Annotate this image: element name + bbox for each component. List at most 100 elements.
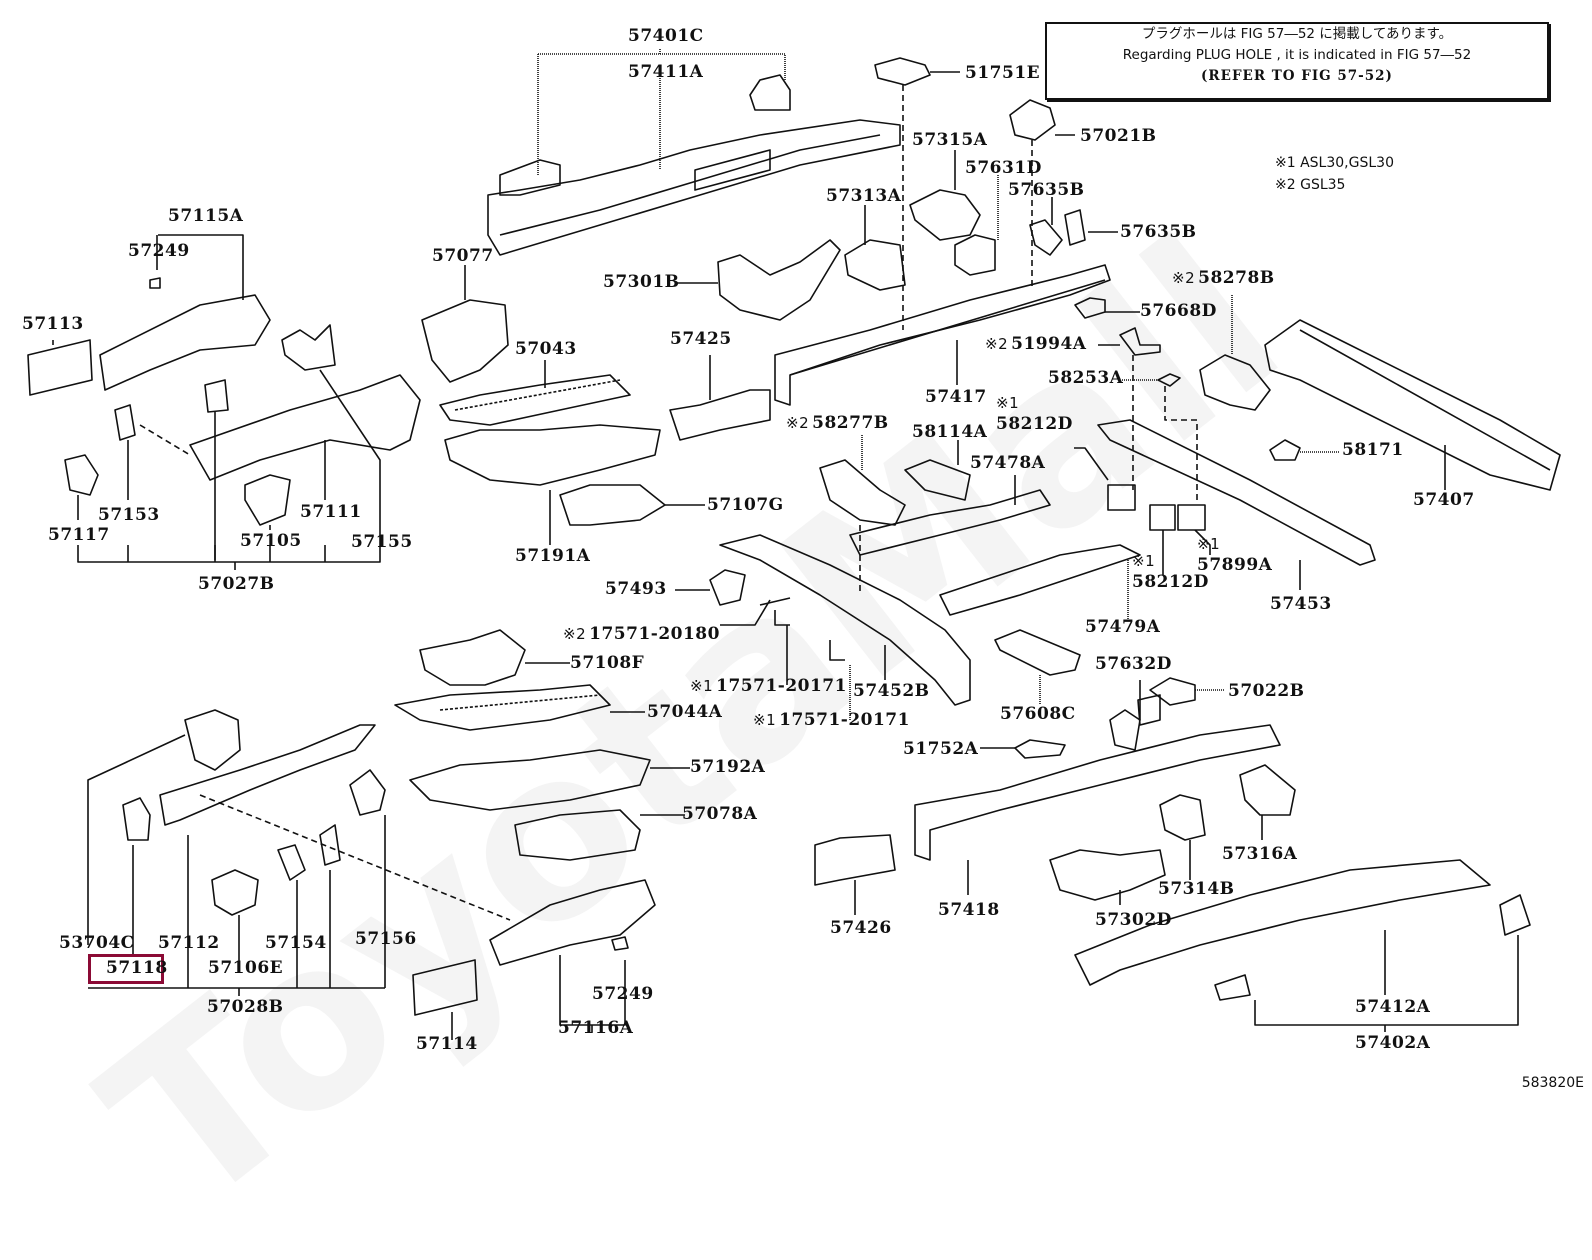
part-label-57417[interactable]: 57417 <box>925 389 987 406</box>
part-label-57112[interactable]: 57112 <box>158 935 220 952</box>
part-57417[interactable] <box>774 264 1111 406</box>
part-57106E[interactable] <box>211 869 259 965</box>
part-label-57479a[interactable]: 57479A <box>1085 619 1160 636</box>
part-label-51751e[interactable]: 51751E <box>965 65 1040 82</box>
part-58253A[interactable] <box>1122 373 1181 387</box>
part-17571-pins[interactable] <box>720 597 851 720</box>
part-57479A[interactable] <box>939 544 1141 620</box>
part-57192A[interactable] <box>409 749 690 811</box>
part-57111[interactable] <box>189 374 421 500</box>
part-label-53704c[interactable]: 53704C <box>59 935 135 952</box>
part-label-57118[interactable]: 57118 <box>106 960 168 977</box>
part-57043[interactable] <box>439 360 631 426</box>
part-label-57412a[interactable]: 57412A <box>1355 999 1430 1016</box>
part-frame-rail-upper-left[interactable] <box>487 74 901 256</box>
part-57608C[interactable] <box>994 629 1081 705</box>
part-57021B[interactable] <box>1009 99 1075 141</box>
part-label-57301b[interactable]: 57301B <box>603 274 680 291</box>
part-57314B[interactable] <box>1159 794 1206 880</box>
part-label-57608c[interactable]: 57608C <box>1000 706 1076 723</box>
part-label-57115a[interactable]: 57115A <box>168 208 243 225</box>
part-label-57043[interactable]: 57043 <box>515 341 577 358</box>
part-57407[interactable] <box>1264 319 1561 491</box>
part-label-57407[interactable]: 57407 <box>1413 492 1475 509</box>
part-label-58114a[interactable]: 58114A <box>912 424 987 441</box>
part-bracket[interactable] <box>204 379 229 560</box>
part-label-57077[interactable]: 57077 <box>432 248 494 265</box>
part-57668D[interactable] <box>1074 297 1140 319</box>
part-label-57635b[interactable]: 57635B <box>1120 224 1197 241</box>
part-label-57113[interactable]: 57113 <box>22 316 84 333</box>
part-57114[interactable] <box>412 959 478 1040</box>
part-57118[interactable] <box>122 797 151 955</box>
part-label-57315a[interactable]: 57315A <box>912 132 987 149</box>
part-57115A[interactable] <box>99 234 271 391</box>
part-57426[interactable] <box>814 834 896 915</box>
part-label-57117[interactable]: 57117 <box>48 527 110 544</box>
part-label-57426[interactable]: 57426 <box>830 920 892 937</box>
part-57108F[interactable] <box>419 629 570 686</box>
part-label-57027b[interactable]: 57027B <box>198 576 275 593</box>
part-58278B[interactable] <box>1199 295 1271 411</box>
part-label-57028b[interactable]: 57028B <box>207 999 284 1016</box>
part-57105[interactable] <box>244 474 291 530</box>
part-label-57302d[interactable]: 57302D <box>1095 912 1172 929</box>
part-51752A[interactable] <box>980 739 1066 759</box>
part-label-57632d[interactable]: 57632D <box>1095 656 1172 673</box>
part-label-57191a[interactable]: 57191A <box>515 548 590 565</box>
part-label-57453[interactable]: 57453 <box>1270 596 1332 613</box>
part-57044A[interactable] <box>394 684 645 731</box>
part-57302D[interactable] <box>1049 849 1166 905</box>
part-label-57411a[interactable]: 57411A <box>628 64 703 81</box>
part-57155[interactable] <box>281 324 381 545</box>
part-57191A[interactable] <box>444 424 661 545</box>
part-label-57249[interactable]: 57249 <box>592 986 654 1003</box>
part-57154[interactable] <box>277 844 306 988</box>
part-58171[interactable] <box>1269 439 1340 461</box>
part-58212D-blocks[interactable] <box>1074 447 1211 575</box>
part-57077[interactable] <box>421 265 509 383</box>
part-57301B[interactable] <box>675 239 841 321</box>
part-label-57668d[interactable]: 57668D <box>1140 303 1217 320</box>
part-57478A[interactable] <box>849 475 1051 556</box>
part-label-57401c[interactable]: 57401C <box>628 28 704 45</box>
part-57493[interactable] <box>675 569 746 606</box>
part-label-51752a[interactable]: 51752A <box>903 741 978 758</box>
part-57418[interactable] <box>914 724 1281 895</box>
part-label-57106e[interactable]: 57106E <box>208 960 283 977</box>
part-57412A[interactable] <box>1074 859 1531 1032</box>
part-label-57022b[interactable]: 57022B <box>1228 683 1305 700</box>
part-label-57021b[interactable]: 57021B <box>1080 128 1157 145</box>
part-57113[interactable] <box>27 339 93 396</box>
part-57116A[interactable] <box>489 879 656 1032</box>
part-51994A[interactable] <box>1098 327 1161 356</box>
part-label-57402a[interactable]: 57402A <box>1355 1035 1430 1052</box>
part-label-57493[interactable]: 57493 <box>605 581 667 598</box>
part-label-57105[interactable]: 57105 <box>240 533 302 550</box>
part-57425[interactable] <box>669 355 771 441</box>
part-label-57078a[interactable]: 57078A <box>682 806 757 823</box>
part-57022B[interactable] <box>1149 677 1225 706</box>
part-label-57044a[interactable]: 57044A <box>647 704 722 721</box>
part-label-57425[interactable]: 57425 <box>670 331 732 348</box>
part-label-57314b[interactable]: 57314B <box>1158 881 1235 898</box>
part-57153[interactable] <box>114 404 191 500</box>
part-label-57116a[interactable]: 57116A <box>558 1020 633 1037</box>
part-57107G[interactable] <box>559 484 705 526</box>
part-label-57316a[interactable]: 57316A <box>1222 846 1297 863</box>
part-57453[interactable] <box>1097 419 1376 590</box>
part-label-57111[interactable]: 57111 <box>300 504 362 521</box>
part-label-57452b[interactable]: 57452B <box>853 683 930 700</box>
part-label-57155[interactable]: 57155 <box>351 534 413 551</box>
part-label-57418[interactable]: 57418 <box>938 902 1000 919</box>
part-label-57635b[interactable]: 57635B <box>1008 182 1085 199</box>
part-57112[interactable] <box>159 724 376 988</box>
part-label-58171[interactable]: 58171 <box>1342 442 1404 459</box>
